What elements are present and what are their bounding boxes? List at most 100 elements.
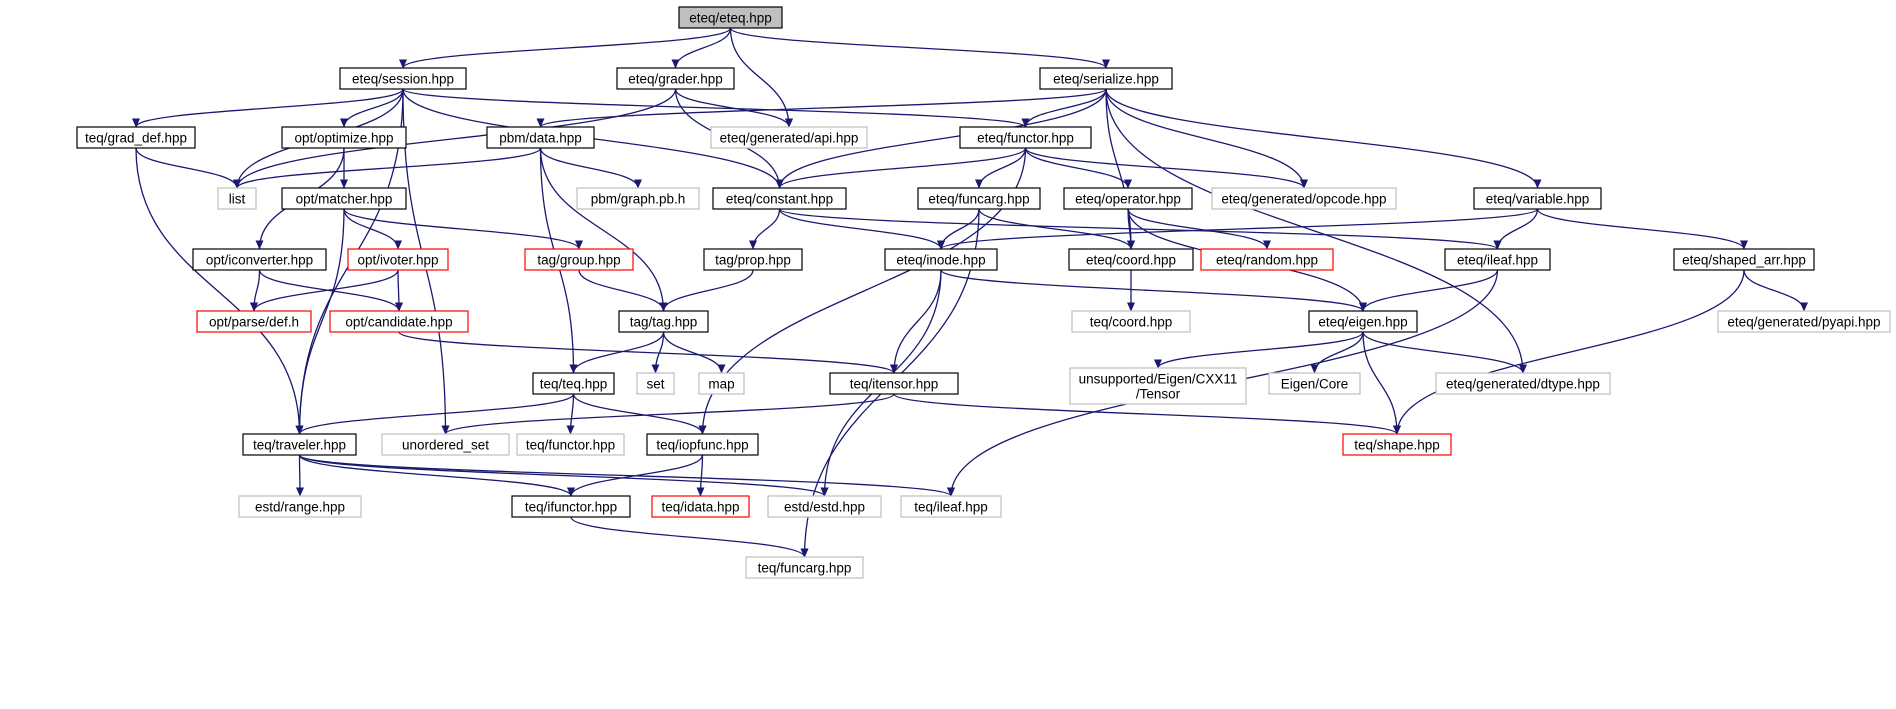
node-label: list (229, 192, 246, 207)
edge-prop-to-tag (659, 269, 754, 312)
node-eteq-funcarg-hpp[interactable]: eteq/funcarg.hpp (917, 187, 1041, 210)
edge-constant-to-prop (749, 208, 781, 250)
node-box (710, 126, 868, 149)
node-opt-matcher-hpp[interactable]: opt/matcher.hpp (281, 187, 407, 210)
edge-inode-to-itensor (890, 269, 942, 374)
edge-traveler-to-tileaf (298, 454, 955, 497)
node-tag-group-hpp[interactable]: tag/group.hpp (524, 248, 634, 271)
node-teq-idata-hpp[interactable]: teq/idata.hpp (651, 495, 750, 518)
node-tag-tag-hpp[interactable]: tag/tag.hpp (618, 310, 709, 333)
node-eteq-inode-hpp[interactable]: eteq/inode.hpp (884, 248, 998, 271)
node-box (281, 126, 407, 149)
node-label: pbm/graph.pb.h (591, 192, 686, 207)
node-eteq-random-hpp[interactable]: eteq/random.hpp (1200, 248, 1334, 271)
node-box (381, 433, 510, 456)
edge-variable-to-eileaf (1493, 208, 1539, 250)
node-eteq-functor-hpp[interactable]: eteq/functor.hpp (959, 126, 1092, 149)
node-teq-iopfunc-hpp[interactable]: teq/iopfunc.hpp (646, 433, 759, 456)
node-box (884, 248, 998, 271)
node-label: teq/traveler.hpp (253, 438, 346, 453)
edge-eigen-to-cxx11 (1154, 331, 1364, 369)
node-box (1308, 310, 1418, 333)
node-teq-traveler-hpp[interactable]: teq/traveler.hpp (242, 433, 357, 456)
node-teq-ileaf-hpp: teq/ileaf.hpp (900, 495, 1002, 518)
node-box (1068, 248, 1194, 271)
node-label: eteq/ileaf.hpp (1457, 253, 1538, 268)
node-eteq-constant-hpp[interactable]: eteq/constant.hpp (712, 187, 847, 210)
node-label: teq/grad_def.hpp (85, 131, 187, 146)
node-eteq-variable-hpp[interactable]: eteq/variable.hpp (1473, 187, 1602, 210)
node-label: teq/idata.hpp (661, 500, 739, 515)
node-opt-optimize-hpp[interactable]: opt/optimize.hpp (281, 126, 407, 149)
node-box (347, 248, 449, 271)
node-opt-iconverter-hpp[interactable]: opt/iconverter.hpp (192, 248, 327, 271)
edge-ivoter-to-candidate (394, 269, 403, 312)
node-eteq-operator-hpp[interactable]: eteq/operator.hpp (1063, 187, 1193, 210)
node-eteq-eteq-hpp[interactable]: eteq/eteq.hpp (678, 6, 783, 29)
node-label: teq/itensor.hpp (850, 377, 939, 392)
node-box (192, 248, 327, 271)
node-box (1717, 310, 1891, 333)
node-list: list (217, 187, 257, 210)
node-eteq-eigen-hpp[interactable]: eteq/eigen.hpp (1308, 310, 1418, 333)
node-eteq-grader-hpp[interactable]: eteq/grader.hpp (616, 67, 735, 90)
node-set: set (636, 372, 675, 395)
edge-grader-to-list (233, 88, 677, 189)
edge-shaped_arr-to-shape (1393, 269, 1745, 435)
edge-ivoter-to-parse_def (250, 269, 399, 312)
edge-serialize-to-functor (1021, 88, 1107, 128)
node-eteq-serialize-hpp[interactable]: eteq/serialize.hpp (1039, 67, 1173, 90)
node-eteq-coord-hpp[interactable]: eteq/coord.hpp (1068, 248, 1194, 271)
node-teq-ifunctor-hpp[interactable]: teq/ifunctor.hpp (511, 495, 631, 518)
edge-matcher-to-traveler (295, 208, 345, 435)
node-label: teq/coord.hpp (1090, 315, 1173, 330)
node-opt-ivoter-hpp[interactable]: opt/ivoter.hpp (347, 248, 449, 271)
edge-traveler-to-range (295, 454, 304, 497)
node-label: opt/ivoter.hpp (357, 253, 438, 268)
node-box (238, 495, 362, 518)
node-unsupported-eigen-cxx11-tensor: unsupported/Eigen/CXX11/Tensor (1069, 367, 1247, 405)
node-teq-teq-hpp[interactable]: teq/teq.hpp (532, 372, 615, 395)
node-eteq-ileaf-hpp[interactable]: eteq/ileaf.hpp (1444, 248, 1551, 271)
node-opt-parse-def-h[interactable]: opt/parse/def.h (196, 310, 312, 333)
edge-itensor-to-shape (893, 393, 1401, 435)
edge-functor-to-operator (1024, 147, 1132, 189)
edge-ifunctor-to-tfuncarg (570, 516, 809, 558)
node-label: opt/iconverter.hpp (206, 253, 313, 268)
node-teq-shape-hpp[interactable]: teq/shape.hpp (1342, 433, 1452, 456)
node-teq-grad-def-hpp[interactable]: teq/grad_def.hpp (76, 126, 196, 149)
edge-grader-to-gen_api (674, 88, 793, 128)
node-box (1342, 433, 1452, 456)
node-label: tag/group.hpp (537, 253, 620, 268)
node-label: tag/tag.hpp (630, 315, 698, 330)
node-opt-candidate-hpp[interactable]: opt/candidate.hpp (329, 310, 469, 333)
node-label: tag/prop.hpp (715, 253, 791, 268)
node-label: teq/iopfunc.hpp (656, 438, 748, 453)
node-label: eteq/session.hpp (352, 72, 454, 87)
node-box (745, 556, 864, 579)
edge-root-to-grader (671, 27, 732, 69)
node-eteq-shaped-arr-hpp[interactable]: eteq/shaped_arr.hpp (1673, 248, 1815, 271)
node-box (618, 310, 709, 333)
node-tag-prop-hpp[interactable]: tag/prop.hpp (703, 248, 803, 271)
edge-session-to-grad_def (132, 88, 404, 128)
node-box (767, 495, 882, 518)
node-label: teq/funcarg.hpp (758, 561, 852, 576)
node-label: teq/teq.hpp (540, 377, 608, 392)
edge-iopfunc-to-idata (696, 454, 705, 497)
node-teq-coord-hpp: teq/coord.hpp (1071, 310, 1191, 333)
edge-session-to-optimize (340, 88, 404, 128)
node-teq-itensor-hpp[interactable]: teq/itensor.hpp (829, 372, 959, 395)
node-label: estd/range.hpp (255, 500, 345, 515)
node-box (196, 310, 312, 333)
node-pbm-data-hpp[interactable]: pbm/data.hpp (486, 126, 595, 149)
edge-shaped_arr-to-pyapi (1743, 269, 1808, 312)
node-box (217, 187, 257, 210)
edge-serialize-to-gen_opcode (1105, 88, 1308, 189)
node-label: opt/candidate.hpp (345, 315, 452, 330)
node-label: eteq/serialize.hpp (1053, 72, 1159, 87)
node-eteq-generated-opcode-hpp: eteq/generated/opcode.hpp (1211, 187, 1397, 210)
node-eteq-session-hpp[interactable]: eteq/session.hpp (339, 67, 467, 90)
edge-iopfunc-to-ifunctor (567, 454, 704, 497)
